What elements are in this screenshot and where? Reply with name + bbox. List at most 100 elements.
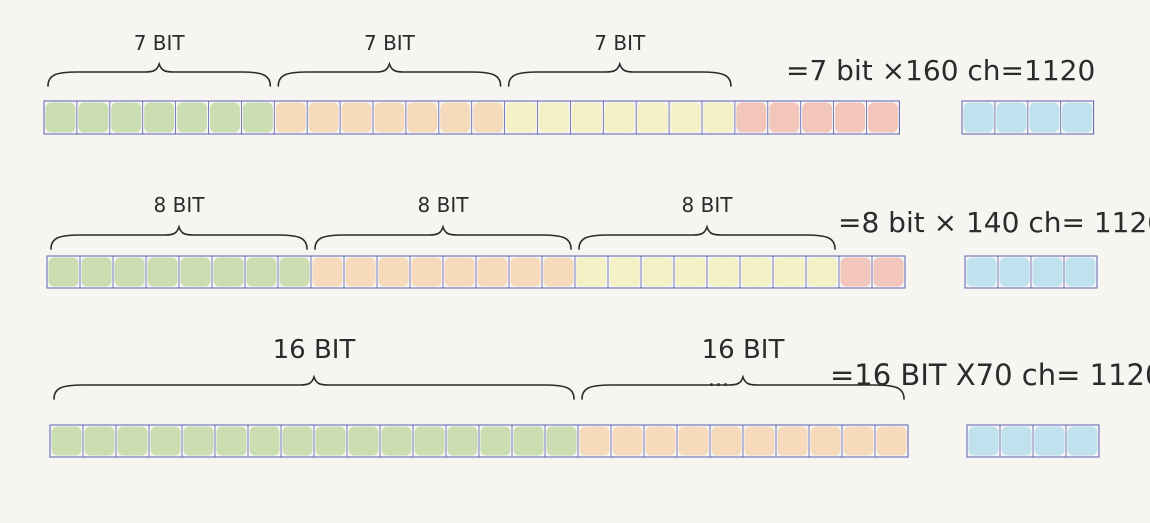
group-brace — [314, 224, 572, 250]
bit-cell — [78, 102, 109, 133]
bit-cell — [378, 257, 409, 287]
bit-cell — [348, 426, 379, 456]
bit-cell — [282, 426, 313, 456]
bit-cell — [275, 102, 306, 133]
bit-cell — [543, 257, 574, 287]
extra-cell — [1029, 102, 1060, 133]
extra-cell — [999, 257, 1030, 287]
bit-cell — [246, 257, 277, 287]
group-brace — [47, 61, 272, 87]
bit-cell — [539, 102, 569, 133]
bit-cell — [802, 102, 833, 133]
bit-cell — [835, 102, 865, 133]
group-label: 8 BIT — [154, 193, 206, 217]
bit-cell — [48, 257, 79, 287]
bit-cell — [873, 257, 904, 287]
group-brace — [581, 374, 905, 400]
group-brace — [277, 61, 502, 87]
bit-cell — [868, 102, 898, 133]
equation: =8 bit × 140 ch= 1120 — [838, 206, 1150, 239]
bit-cell — [546, 426, 577, 456]
bit-cell — [642, 257, 673, 287]
bit-cell — [571, 102, 602, 133]
extra-cell — [963, 102, 994, 133]
bit-cell — [736, 102, 767, 133]
bit-cell — [440, 102, 471, 133]
extra-cell — [1065, 257, 1096, 287]
bit-cell — [111, 102, 142, 133]
bit-cell — [210, 102, 240, 133]
bit-cell — [513, 426, 544, 456]
bit-cell — [444, 257, 475, 287]
bit-cell — [645, 426, 676, 456]
bit-cell — [637, 102, 668, 133]
bit-cell — [480, 426, 511, 456]
bit-cell — [81, 257, 112, 287]
bit-cell — [114, 257, 145, 287]
bit-cell — [769, 102, 800, 133]
bit-cell — [447, 426, 478, 456]
bit-cell — [345, 257, 376, 287]
bit-cell — [411, 257, 442, 287]
bit-cell — [612, 426, 643, 456]
bit-cell — [84, 426, 115, 456]
trailing-ellipsis: ... — [708, 367, 729, 392]
bit-cell — [840, 257, 871, 287]
group-brace — [507, 61, 732, 87]
bit-cell — [477, 257, 508, 287]
bit-cell — [51, 426, 82, 456]
bit-cell — [744, 426, 775, 456]
bit-cell — [242, 102, 273, 133]
extra-cell — [1001, 426, 1032, 456]
extra-cell — [966, 257, 997, 287]
bit-cell — [473, 102, 504, 133]
extra-cell — [1034, 426, 1065, 456]
bit-cell — [45, 102, 76, 133]
bit-cell — [708, 257, 739, 287]
group-brace — [578, 224, 836, 250]
bit-cell — [777, 426, 808, 456]
bit-cell — [177, 102, 207, 133]
bit-cell — [216, 426, 247, 456]
bit-cell — [183, 426, 214, 456]
bit-cell — [506, 102, 536, 133]
group-label: 8 BIT — [418, 193, 470, 217]
bit-cell — [604, 102, 635, 133]
bit-cell — [117, 426, 148, 456]
bit-cell — [774, 257, 805, 287]
extra-cell — [1067, 426, 1098, 456]
bit-cell — [810, 426, 841, 456]
row-row8: 8 BIT 8 BIT 8 BIT =8 bit × 140 ch= 1120 — [46, 193, 1150, 289]
bit-cell — [609, 257, 640, 287]
bit-cell — [675, 257, 706, 287]
bit-cell — [670, 102, 701, 133]
bit-cell — [407, 102, 438, 133]
group-label: 16 BIT — [273, 335, 356, 365]
group-label: 7 BIT — [364, 31, 416, 55]
extra-cell — [968, 426, 999, 456]
bit-cell — [741, 257, 772, 287]
bit-cell — [374, 102, 405, 133]
bit-cell — [144, 102, 175, 133]
bit-cell — [876, 426, 907, 456]
extra-cell — [1062, 102, 1093, 133]
group-label: 7 BIT — [134, 31, 186, 55]
bit-cell — [703, 102, 734, 133]
bit-cell — [312, 257, 343, 287]
bit-cell — [279, 257, 310, 287]
bit-cell — [381, 426, 412, 456]
bit-cell — [147, 257, 178, 287]
bit-cell — [807, 257, 838, 287]
bit-cell — [579, 426, 610, 456]
group-label: 16 BIT — [702, 335, 785, 365]
extra-cell — [996, 102, 1027, 133]
bit-cell — [150, 426, 181, 456]
bit-cell — [678, 426, 709, 456]
group-label: 8 BIT — [682, 193, 734, 217]
group-label: 7 BIT — [594, 31, 646, 55]
bit-cell — [308, 102, 339, 133]
bit-cell — [711, 426, 742, 456]
